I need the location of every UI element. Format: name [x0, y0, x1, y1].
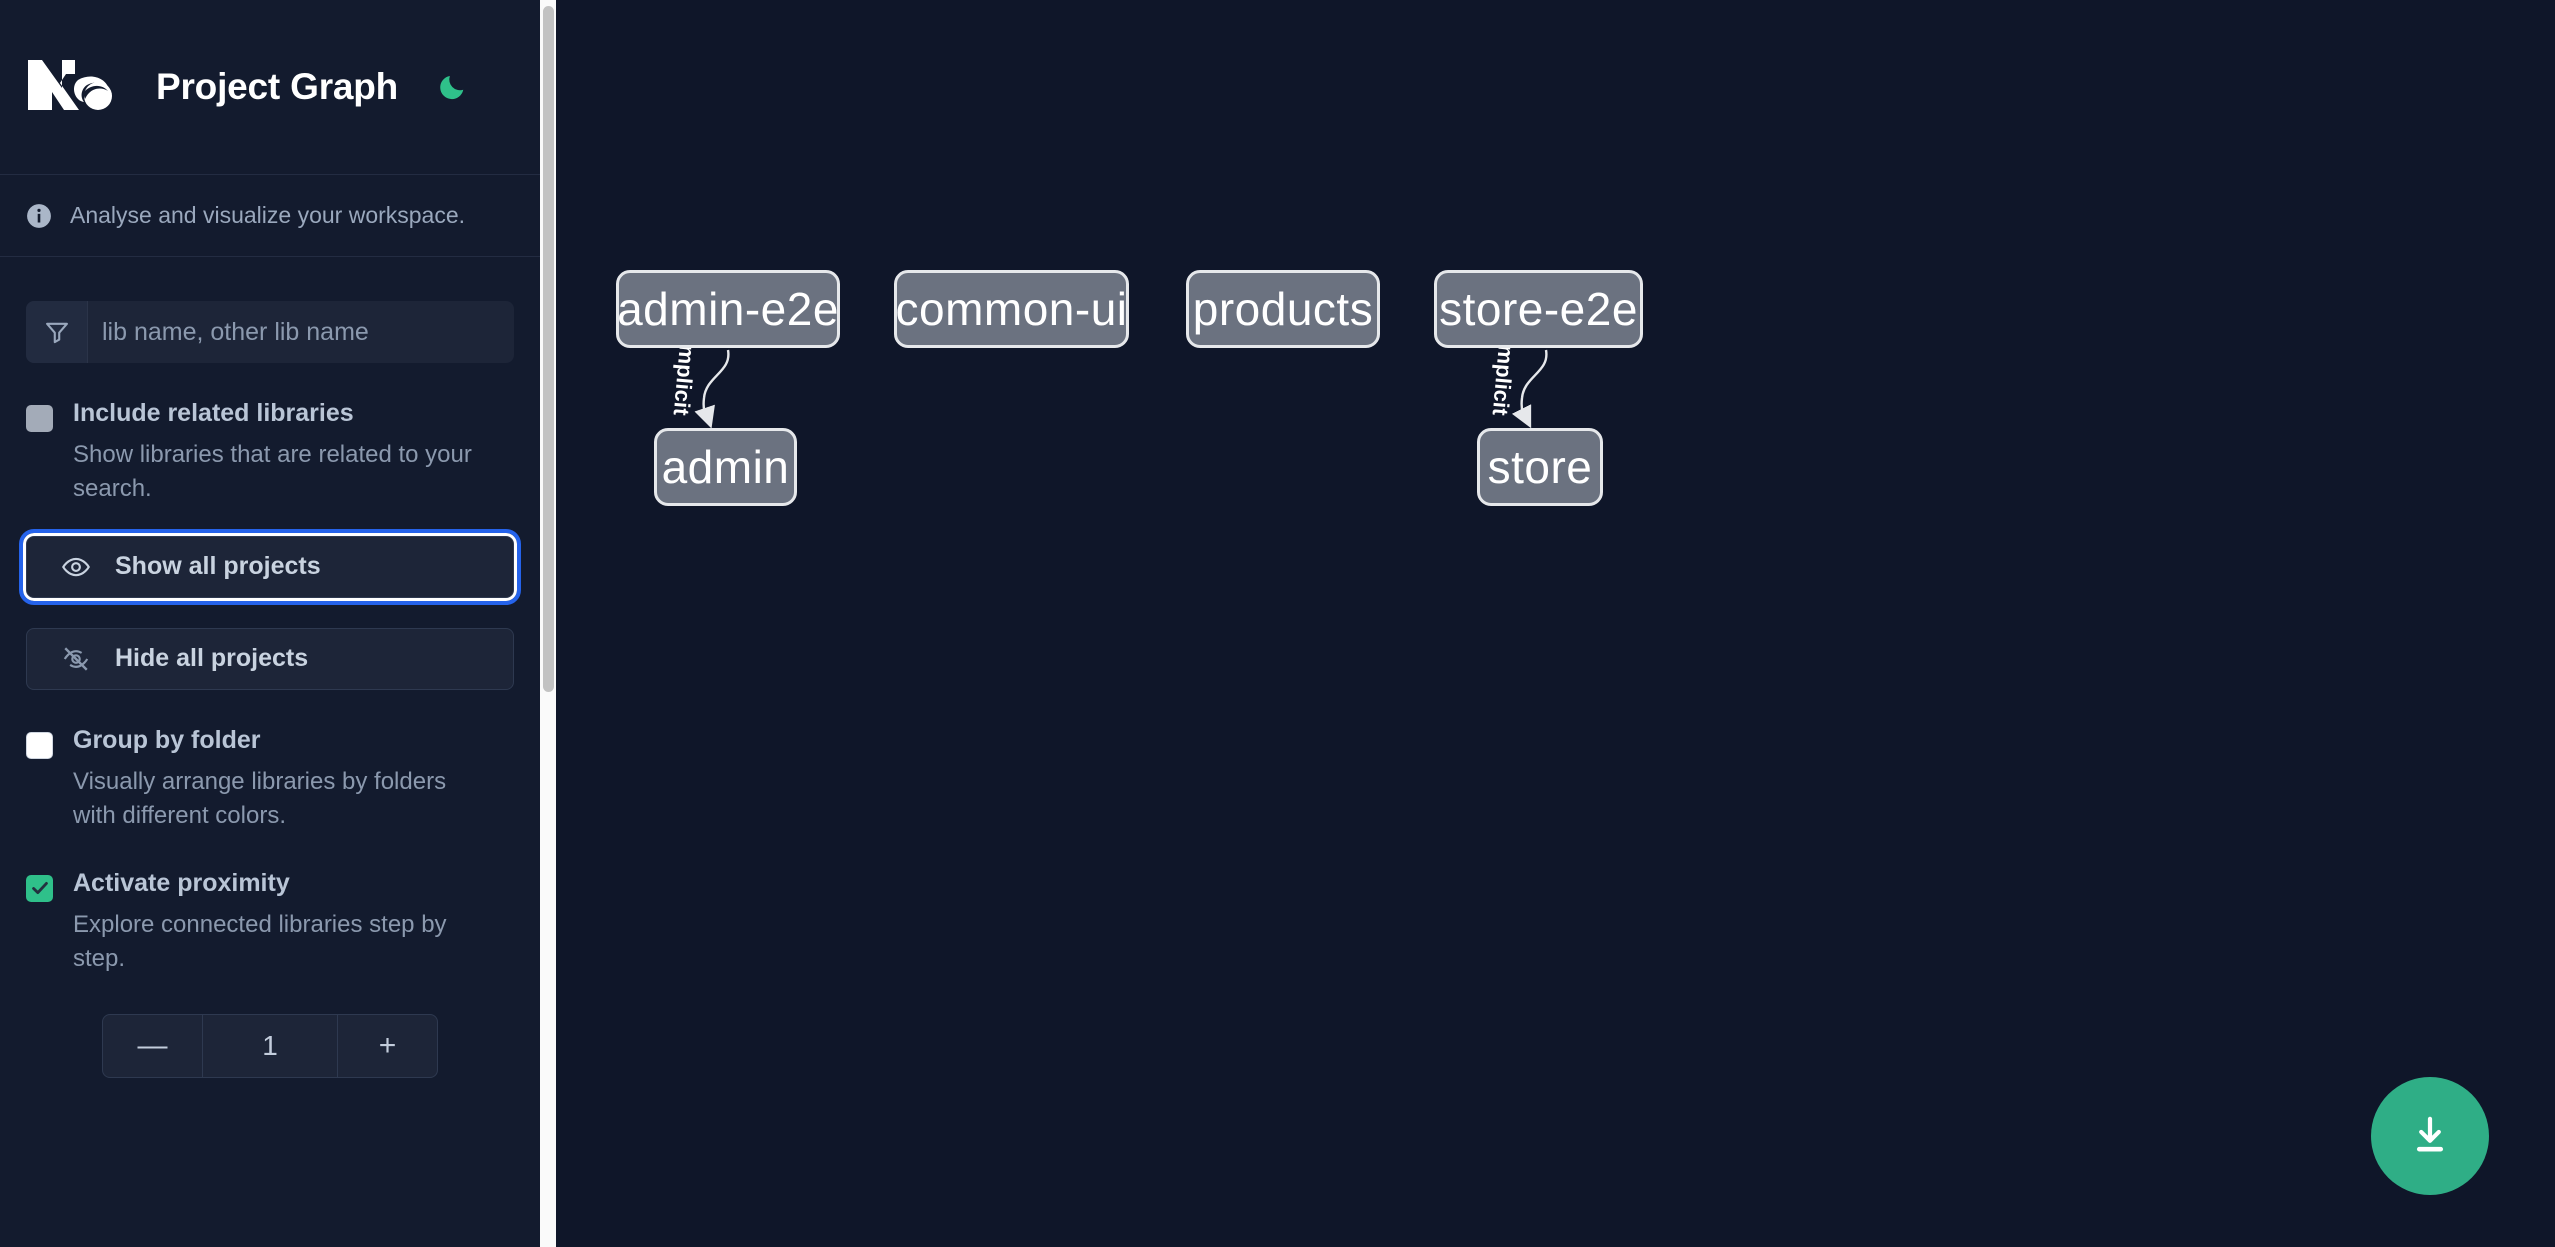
group-by-folder-label: Group by folder [73, 725, 261, 754]
sidebar-controls: Include related libraries Show libraries… [0, 301, 540, 1078]
info-icon [26, 203, 52, 229]
nx-logo-icon [26, 56, 122, 118]
download-icon [2407, 1112, 2453, 1161]
moon-icon[interactable] [430, 65, 474, 109]
show-all-projects-button[interactable]: Show all projects [19, 528, 521, 605]
include-related-libraries-label: Include related libraries [73, 399, 354, 427]
filter-funnel-icon [26, 301, 88, 363]
option-include-related-libraries[interactable]: Include related libraries Show libraries… [26, 399, 514, 506]
eye-icon [59, 550, 93, 584]
graph-edges [694, 349, 1548, 429]
hide-all-projects-label: Hide all projects [115, 644, 309, 673]
edge-admin-e2e-to-admin [694, 349, 730, 429]
activate-proximity-label: Activate proximity [73, 868, 290, 897]
search-field[interactable] [26, 301, 514, 363]
page-title: Project Graph [156, 66, 399, 107]
group-by-folder-checkbox[interactable] [26, 731, 53, 759]
graph-node-store-e2e[interactable]: store-e2e [1434, 270, 1643, 348]
graph-node-admin-e2e[interactable]: admin-e2e [616, 270, 840, 348]
eye-off-icon [59, 642, 93, 676]
edge-label-store-e2e-to-store: implicit [1487, 337, 1520, 417]
sidebar-header: Project Graph [0, 0, 540, 175]
project-graph-canvas[interactable]: implicit implicit admin-e2e common-ui pr… [556, 0, 2555, 1247]
show-all-projects-label: Show all projects [115, 552, 321, 581]
search-input[interactable] [88, 301, 514, 363]
sidebar-scrollbar-thumb[interactable] [543, 6, 554, 692]
graph-node-store[interactable]: store [1477, 428, 1603, 506]
workspace-info-text: Analyse and visualize your workspace. [70, 202, 466, 228]
sidebar-scrollbar-track[interactable] [540, 0, 556, 1247]
include-related-libraries-checkbox[interactable] [26, 405, 53, 432]
download-graph-button[interactable] [2371, 1077, 2489, 1195]
activate-proximity-description: Explore connected libraries step by step… [73, 910, 447, 972]
sidebar-content: Project Graph Analyse and visualize yo [0, 0, 540, 1247]
graph-node-admin[interactable]: admin [654, 428, 797, 506]
option-group-by-folder[interactable]: Group by folder Visually arrange librari… [26, 726, 514, 833]
sidebar: Project Graph Analyse and visualize yo [0, 0, 556, 1247]
option-activate-proximity[interactable]: Activate proximity Explore connected lib… [26, 869, 514, 976]
proximity-decrement-button[interactable]: — [103, 1014, 203, 1077]
group-by-folder-description: Visually arrange libraries by folders wi… [73, 767, 447, 829]
graph-node-products[interactable]: products [1186, 270, 1380, 348]
proximity-value[interactable]: 1 [262, 1029, 278, 1061]
checkmark-icon [31, 882, 48, 895]
activate-proximity-checkbox[interactable] [26, 874, 53, 902]
edge-label-admin-e2e-to-admin: implicit [668, 337, 701, 417]
hide-all-projects-button[interactable]: Hide all projects [26, 627, 514, 690]
proximity-stepper[interactable]: — 1 + [102, 1013, 438, 1078]
graph-node-common-ui[interactable]: common-ui [894, 270, 1129, 348]
edge-store-e2e-to-store [1511, 349, 1548, 429]
workspace-info: Analyse and visualize your workspace. [0, 175, 540, 257]
proximity-increment-button[interactable]: + [337, 1014, 437, 1077]
include-related-libraries-description: Show libraries that are related to your … [73, 440, 472, 502]
